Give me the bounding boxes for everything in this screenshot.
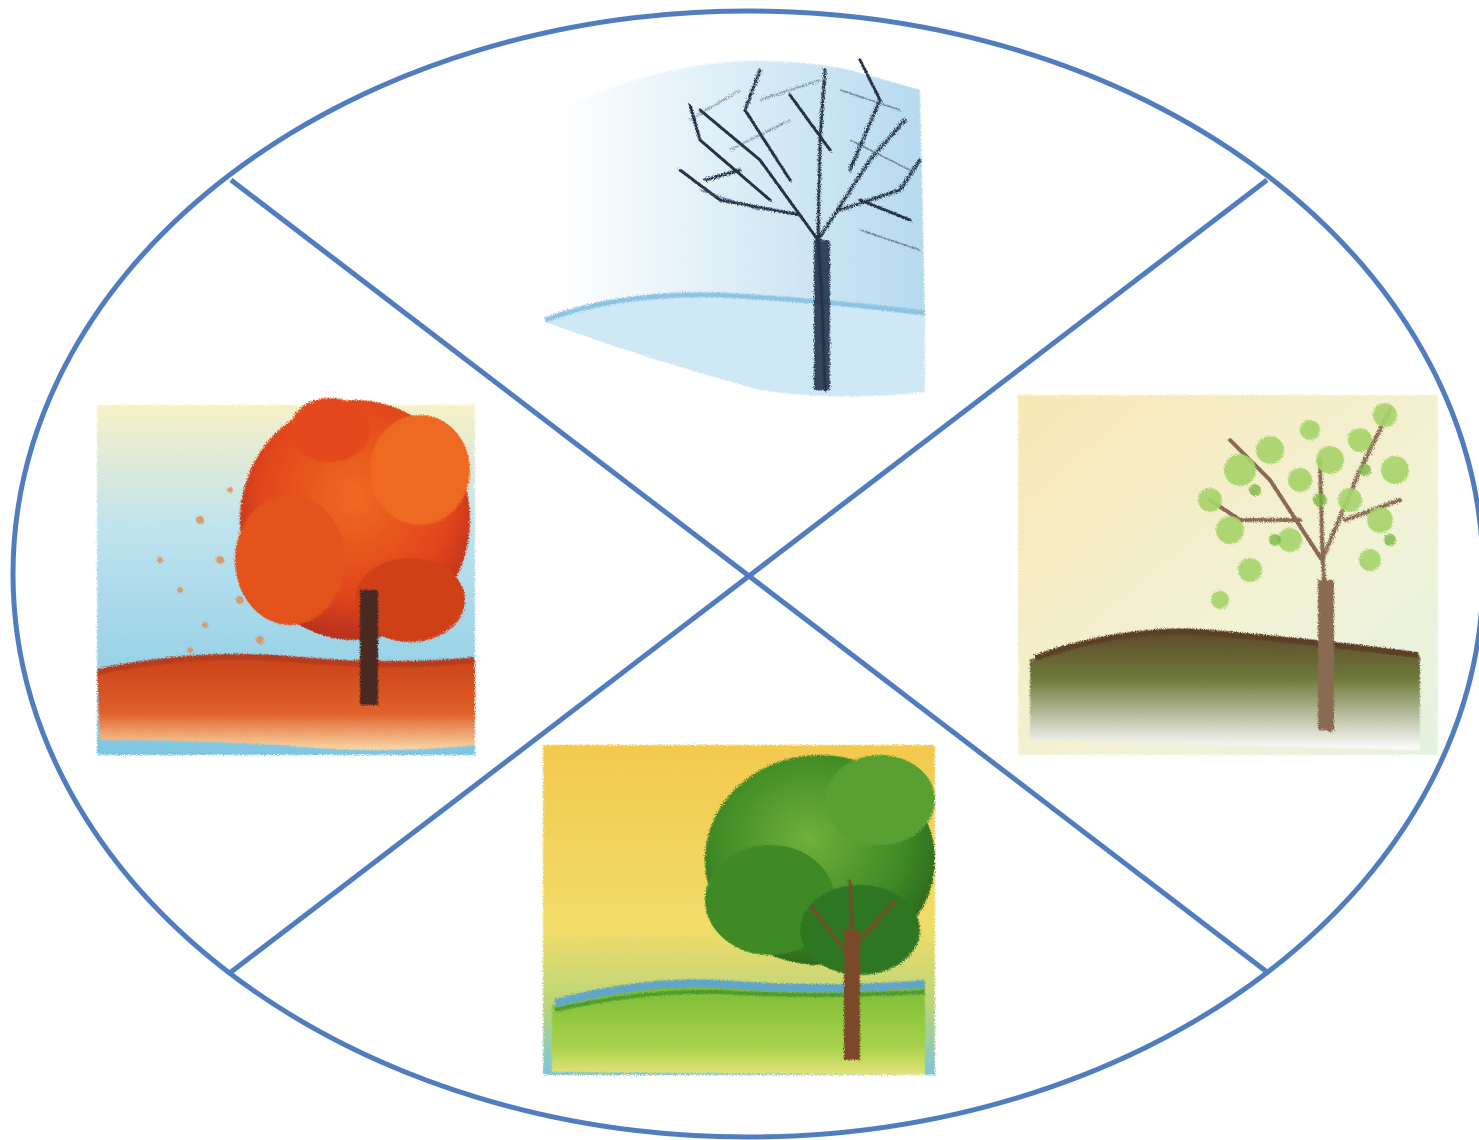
- budding-tree-icon: [1018, 395, 1438, 755]
- leafy-tree-icon: [543, 745, 935, 1075]
- red-foliage-tree-icon: [97, 398, 475, 755]
- winter-panel: [545, 60, 925, 397]
- autumn-panel: [97, 398, 475, 755]
- spring-panel: [1018, 395, 1438, 755]
- summer-panel: [543, 745, 935, 1075]
- bare-tree-snow-icon: [545, 60, 925, 397]
